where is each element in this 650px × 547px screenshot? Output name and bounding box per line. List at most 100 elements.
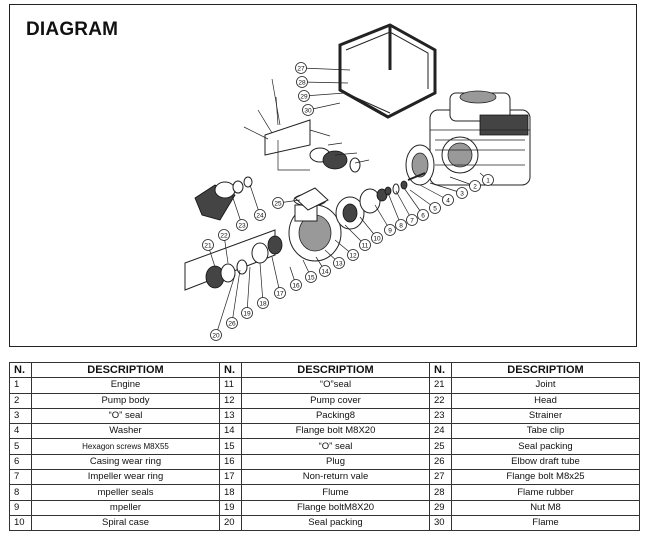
svg-text:20: 20 <box>212 333 220 340</box>
part-description: Plug <box>241 453 430 471</box>
table-row: 2 Pump body 12 Pump cover 22 Head <box>9 392 640 409</box>
part-description: Flange boltM8X20 <box>241 499 430 516</box>
callout-12: 12 <box>347 249 359 261</box>
callout-24: 24 <box>254 209 266 221</box>
callout-18: 18 <box>257 297 269 309</box>
part-description: Engine <box>31 377 220 394</box>
leader-lines <box>207 67 489 336</box>
svg-text:22: 22 <box>220 233 228 240</box>
callout-28: 28 <box>296 76 308 88</box>
part-number: 4 <box>9 423 32 440</box>
part-description: Strainer <box>451 407 640 425</box>
part-description: Washer <box>31 423 220 440</box>
callout-11: 11 <box>359 239 371 251</box>
svg-text:24: 24 <box>256 213 264 220</box>
diagram-title: DIAGRAM <box>26 19 119 40</box>
engine-drawing <box>405 90 531 186</box>
part-number: 18 <box>219 484 242 501</box>
part-number: 17 <box>219 469 242 486</box>
callout-17: 17 <box>274 287 286 299</box>
part-number: 5 <box>9 438 32 455</box>
column-header-number: N. <box>9 361 32 379</box>
part-number: 13 <box>219 407 242 425</box>
part-description: Seal packing <box>451 438 640 455</box>
part-description: mpeller <box>31 499 220 516</box>
part-number: 1 <box>9 377 32 394</box>
column-header-number: N. <box>429 361 452 379</box>
callout-7: 7 <box>406 214 418 226</box>
part-description: Packing8 <box>241 407 430 425</box>
frame-drawing <box>338 23 437 119</box>
callout-29: 29 <box>298 90 310 102</box>
part-number: 12 <box>219 392 242 409</box>
part-number: 6 <box>9 453 32 471</box>
svg-text:1: 1 <box>486 178 490 185</box>
callout-4: 4 <box>442 194 454 206</box>
svg-text:19: 19 <box>243 311 251 318</box>
callout-2: 2 <box>469 180 481 192</box>
part-number: 14 <box>219 423 242 440</box>
svg-text:30: 30 <box>304 108 312 115</box>
callout-27: 27 <box>295 62 307 74</box>
svg-text:12: 12 <box>349 253 357 260</box>
callout-8: 8 <box>395 219 407 231</box>
part-number: 28 <box>429 484 452 501</box>
part-number: 23 <box>429 407 452 425</box>
column-header-description: DESCRIPTIOM <box>241 361 430 379</box>
svg-text:7: 7 <box>410 218 414 225</box>
part-number: 30 <box>429 514 452 532</box>
callout-25: 25 <box>272 197 284 209</box>
callout-13: 13 <box>333 257 345 269</box>
svg-text:11: 11 <box>362 243 369 250</box>
part-description: “O” seal <box>241 438 430 455</box>
svg-text:23: 23 <box>238 223 246 230</box>
callout-23: 23 <box>236 219 248 231</box>
callout-1: 1 <box>482 174 494 186</box>
part-description: Seal packing <box>241 514 430 532</box>
callout-10: 10 <box>371 232 383 244</box>
table-row: 4 Washer 14 Flange bolt M8X20 24 Tabe cl… <box>9 423 640 440</box>
svg-text:14: 14 <box>321 269 329 276</box>
part-number: 27 <box>429 469 452 486</box>
callout-21: 21 <box>202 239 214 251</box>
callout-20: 20 <box>210 329 222 341</box>
svg-text:17: 17 <box>276 291 284 298</box>
column-header-number: N. <box>219 361 242 379</box>
part-number: 7 <box>9 469 32 486</box>
parts-table: N. DESCRIPTIOM N. DESCRIPTIOM N. DESCRIP… <box>9 361 640 532</box>
svg-text:21: 21 <box>204 243 212 250</box>
table-row: 3 “O” seal 13 Packing8 23 Strainer <box>9 407 640 425</box>
callout-22: 22 <box>218 229 230 241</box>
part-description: Flange bolt M8x25 <box>451 469 640 486</box>
table-row: 9 mpeller 19 Flange boltM8X20 29 Nut M8 <box>9 499 640 516</box>
part-description: Non-return vale <box>241 469 430 486</box>
part-number: 19 <box>219 499 242 516</box>
seal-parts-drawing <box>384 172 426 196</box>
part-number: 11 <box>219 377 242 394</box>
part-description: Flume <box>241 484 430 501</box>
svg-text:9: 9 <box>388 228 392 235</box>
callout-19: 19 <box>241 307 253 319</box>
outlet-drawing <box>264 119 361 211</box>
part-description: Flame rubber <box>451 484 640 501</box>
svg-text:26: 26 <box>228 321 236 328</box>
table-row: 10 Spiral case 20 Seal packing 30 Flame <box>9 514 640 532</box>
callout-16: 16 <box>290 279 302 291</box>
callout-9: 9 <box>384 224 396 236</box>
exploded-pump-diagram: 1 2 3 4 5 6 7 8 9 10 11 12 13 14 15 16 1… <box>184 23 531 341</box>
svg-text:3: 3 <box>460 191 464 198</box>
part-number: 3 <box>9 407 32 425</box>
diagram-panel: DIAGRAM <box>9 4 637 347</box>
part-number: 29 <box>429 499 452 516</box>
svg-text:27: 27 <box>297 66 305 73</box>
svg-text:4: 4 <box>446 198 450 205</box>
part-number: 2 <box>9 392 32 409</box>
table-row: 1 Engine 11 “O”seal 21 Joint <box>9 377 640 394</box>
svg-text:8: 8 <box>399 223 403 230</box>
callout-14: 14 <box>319 265 331 277</box>
callout-26: 26 <box>226 317 238 329</box>
part-description: Flange bolt M8X20 <box>241 423 430 440</box>
part-description: mpeller seals <box>31 484 220 501</box>
part-description: Impeller wear ring <box>31 469 220 486</box>
part-number: 16 <box>219 453 242 471</box>
